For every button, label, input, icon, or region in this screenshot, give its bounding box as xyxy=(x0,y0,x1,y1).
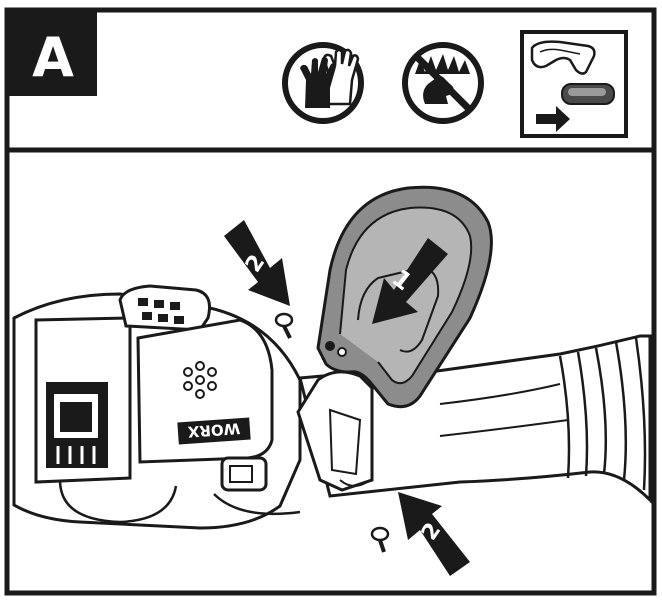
guard-slide-on-icon xyxy=(520,30,628,138)
no-hand-near-blade-icon xyxy=(402,42,484,124)
brand-mark: WORX xyxy=(187,419,241,441)
step-label: A xyxy=(32,26,74,89)
step-label-box: A xyxy=(9,12,97,96)
step-1-arrow: 1 xyxy=(372,238,448,324)
screw-top-icon xyxy=(274,312,294,339)
brand-plate: WORX xyxy=(177,417,251,445)
gloves-icon xyxy=(282,42,364,124)
screw-bottom-icon xyxy=(370,526,390,553)
